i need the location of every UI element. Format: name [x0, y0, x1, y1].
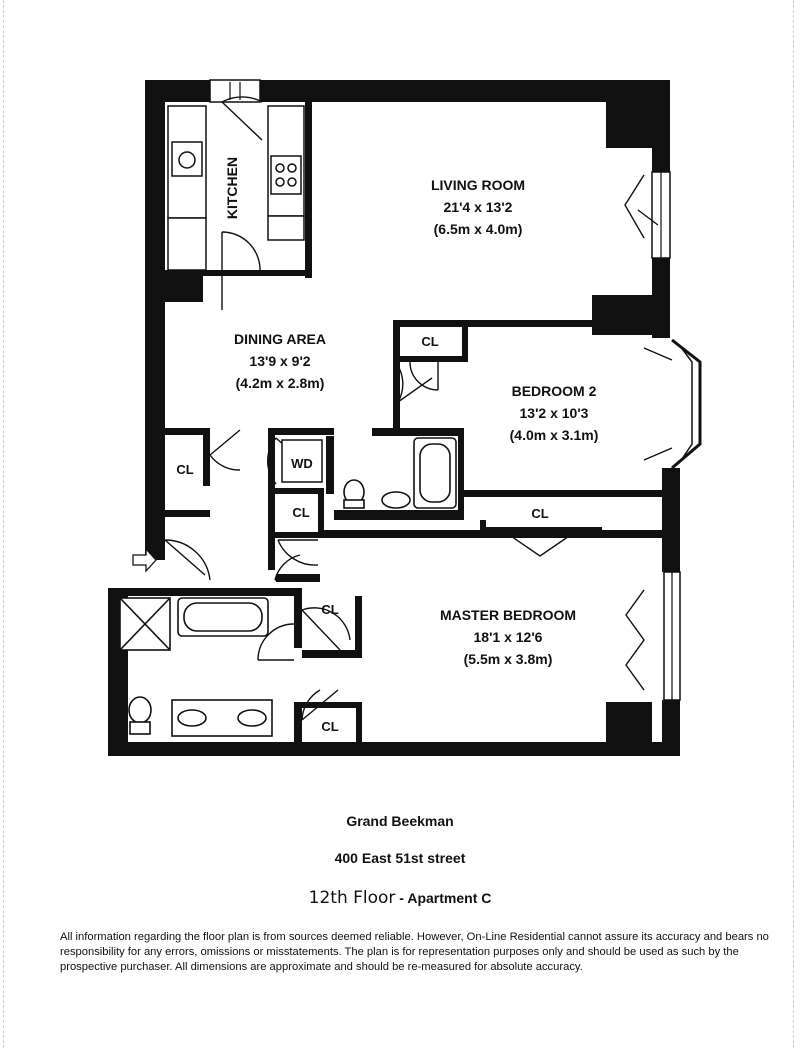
closet-label: CL [421, 334, 438, 349]
living-room-dim-m: (6.5m x 4.0m) [434, 221, 523, 237]
walls [108, 80, 680, 756]
dining-area-name: DINING AREA [234, 331, 326, 347]
washer-dryer-label: WD [291, 456, 313, 471]
floor-number: 12th Floor [308, 888, 396, 908]
closet-label: CL [321, 719, 338, 734]
kitchen-fixtures [167, 105, 305, 271]
kitchen-label: KITCHEN [224, 157, 240, 219]
closet-label: CL [531, 506, 548, 521]
building-address: 400 East 51st street [334, 850, 466, 866]
living-room-name: LIVING ROOM [431, 177, 525, 193]
dining-area-dim-m: (4.2m x 2.8m) [236, 375, 325, 391]
dining-area-dim-ft: 13'9 x 9'2 [249, 353, 310, 369]
washer-dryer-box [281, 439, 323, 483]
apartment-name: Apartment C [407, 890, 492, 906]
page-edge-left [3, 0, 4, 1048]
closet-label: CL [292, 505, 309, 520]
building-name: Grand Beekman [346, 813, 454, 829]
disclaimer: All information regarding the floor plan… [60, 931, 769, 973]
closet-label: CL [176, 462, 193, 477]
separator: - [395, 890, 408, 906]
floor-plan: KITCHEN LIVING ROOM 21'4 x 13'2 (6.5m x … [108, 79, 702, 756]
master-bedroom-dim-m: (5.5m x 3.8m) [464, 651, 553, 667]
bedroom-2-dim-ft: 13'2 x 10'3 [520, 405, 589, 421]
bedroom-2-name: BEDROOM 2 [512, 383, 597, 399]
master-bedroom-name: MASTER BEDROOM [440, 607, 576, 623]
closet-label: CL [321, 602, 338, 617]
bath-fixtures [119, 437, 457, 737]
page-edge-right [793, 0, 794, 1048]
living-room-dim-ft: 21'4 x 13'2 [444, 199, 513, 215]
room-labels: KITCHEN LIVING ROOM 21'4 x 13'2 (6.5m x … [176, 157, 598, 734]
entry-arrow-icon [132, 547, 157, 573]
floor-apartment-line: 12th Floor - Apartment C [0, 888, 800, 908]
master-bedroom-dim-ft: 18'1 x 12'6 [474, 629, 543, 645]
bedroom-2-dim-m: (4.0m x 3.1m) [510, 427, 599, 443]
